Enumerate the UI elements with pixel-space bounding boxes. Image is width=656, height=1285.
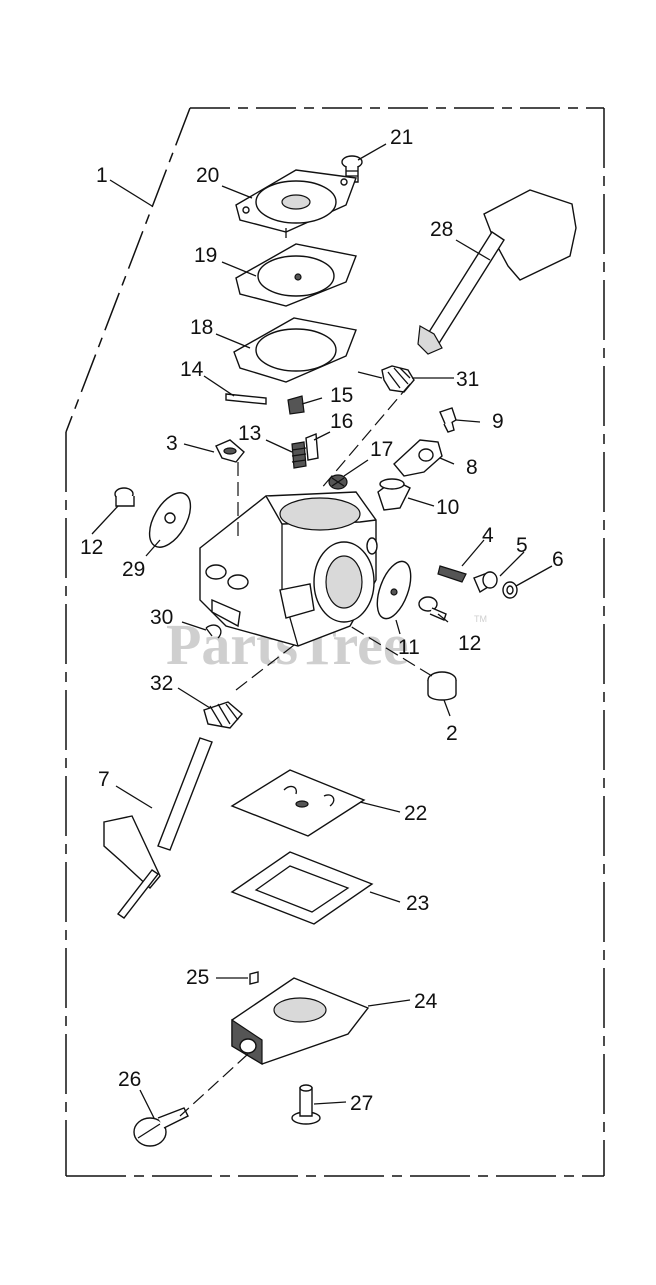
callout-6: 6 [552,548,564,571]
diaphragm-part-19 [235,243,357,307]
callout-19: 19 [194,244,217,267]
callout-15: 15 [330,384,353,407]
carburetor-body [199,491,378,647]
spring-part-13 [291,441,307,469]
spring-part-31 [357,365,415,393]
callout-12a: 12 [80,536,103,559]
gasket-part-22 [230,769,366,837]
screw-part-9 [439,407,457,433]
callout-9: 9 [492,410,504,433]
callout-32: 32 [150,672,173,695]
callout-4: 4 [482,524,494,547]
leader-lines [91,143,553,1119]
callout-30: 30 [150,606,173,629]
screw-part-17 [328,474,348,490]
inlet-valve-part-3 [215,439,245,463]
pump-cover-part-20 [235,169,357,238]
callout-labels: 1 2 3 4 5 6 7 8 9 10 11 12 12 13 14 15 1… [80,126,564,1115]
callout-28: 28 [430,218,453,241]
assembly-frame [65,107,605,1177]
assembly-lines [179,383,433,1117]
callout-20: 20 [196,164,219,187]
callout-10: 10 [436,496,459,519]
callout-29: 29 [122,558,145,581]
callout-3: 3 [166,432,178,455]
callout-23: 23 [406,892,429,915]
plug-part-25 [249,971,259,985]
spring-part-32 [203,701,243,729]
screw-part-12-left [114,487,135,507]
needle-valve-part-15 [287,395,305,415]
callout-5: 5 [516,534,528,557]
callout-18: 18 [190,316,213,339]
callout-16: 16 [330,410,353,433]
bracket-part-8 [393,439,443,477]
choke-shaft-part-28 [417,189,577,355]
callout-7: 7 [98,768,110,791]
callout-24: 24 [414,990,438,1013]
o-ring-part-6 [502,581,518,599]
screw-part-27 [291,1084,321,1125]
screw-part-26 [133,1107,189,1147]
plug-part-5 [473,571,498,594]
callout-25: 25 [186,966,209,989]
callout-14: 14 [180,358,204,381]
callout-22: 22 [404,802,427,825]
callout-17: 17 [370,438,393,461]
lever-part-16 [305,432,319,461]
plate-part-29 [148,492,192,548]
clip-part-30 [205,624,222,639]
callout-13: 13 [238,422,261,445]
callout-27: 27 [350,1092,373,1115]
callout-12b: 12 [458,632,481,655]
gasket-part-18 [233,317,357,383]
callout-26: 26 [118,1068,141,1091]
spring-part-4 [437,565,467,583]
throttle-shaft-part-7 [103,737,213,919]
watermark-trademark: TM [474,614,487,624]
cover-part-24 [231,977,370,1066]
bushing-part-10 [377,478,411,511]
plate-part-11 [376,560,412,620]
callout-11: 11 [398,636,420,659]
cap-part-2 [427,671,457,701]
callout-31: 31 [456,368,479,391]
callout-1: 1 [96,164,108,187]
diaphragm-part-23 [230,851,374,925]
pin-part-14 [225,393,267,405]
callout-21: 21 [390,126,413,149]
callout-8: 8 [466,456,478,479]
callout-2: 2 [446,722,458,745]
